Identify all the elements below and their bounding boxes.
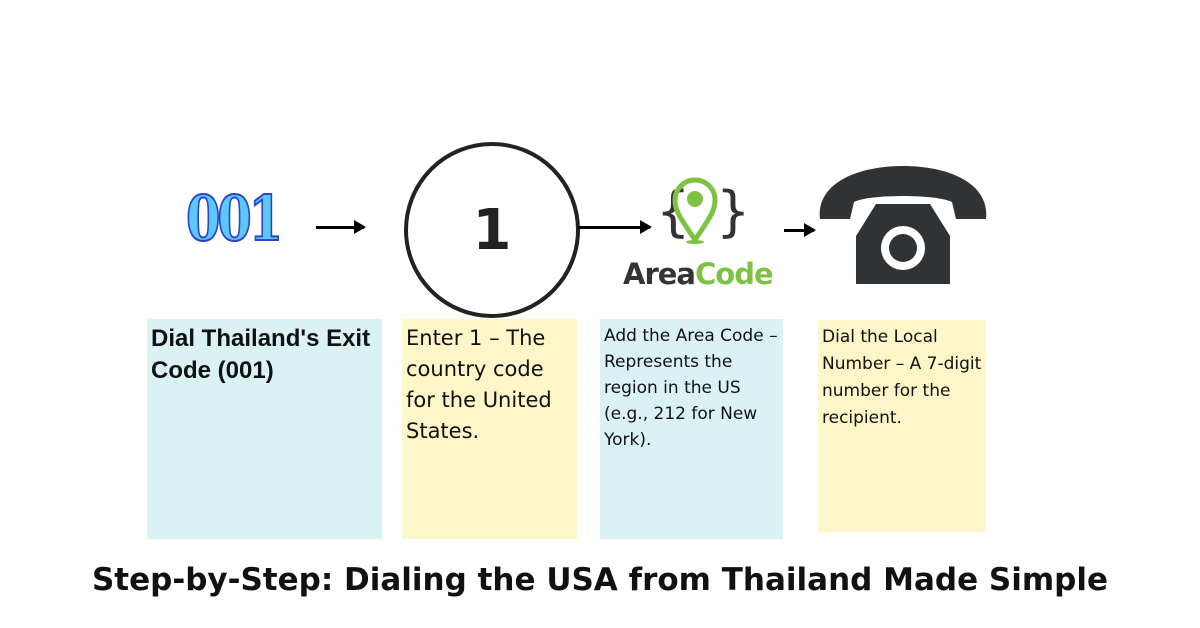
svg-text:}: }: [716, 180, 750, 243]
telephone-icon: [819, 166, 987, 284]
country-code-number: 1: [472, 197, 512, 263]
step-2-text: Enter 1 – The country code for the Unite…: [406, 326, 552, 443]
step-4-text: Dial the Local Number – A 7-digit number…: [822, 327, 982, 428]
logo-text-code: Code: [694, 257, 774, 291]
svg-text:{: {: [656, 180, 690, 243]
country-code-circle: 1: [404, 142, 580, 318]
step-3-text: Add the Area Code – Represents the regio…: [604, 326, 778, 450]
step-3-card: Add the Area Code – Represents the regio…: [600, 319, 783, 539]
arrow-icon: [316, 220, 366, 234]
step-4-card: Dial the Local Number – A 7-digit number…: [818, 320, 986, 532]
area-code-logo: { } AreaCode: [620, 170, 774, 291]
location-pin-braces-icon: { }: [656, 177, 750, 245]
page-title: Step-by-Step: Dialing the USA from Thail…: [91, 562, 1108, 598]
arrow-icon: [578, 220, 652, 234]
logo-text-area: Area: [623, 257, 696, 291]
arrow-icon: [784, 223, 816, 237]
exit-code-001-graphic: 001: [185, 182, 284, 255]
step-1-text: Dial Thailand's Exit Code (001): [151, 325, 371, 384]
step-1-card: Dial Thailand's Exit Code (001): [147, 319, 382, 539]
step-2-card: Enter 1 – The country code for the Unite…: [402, 319, 577, 539]
